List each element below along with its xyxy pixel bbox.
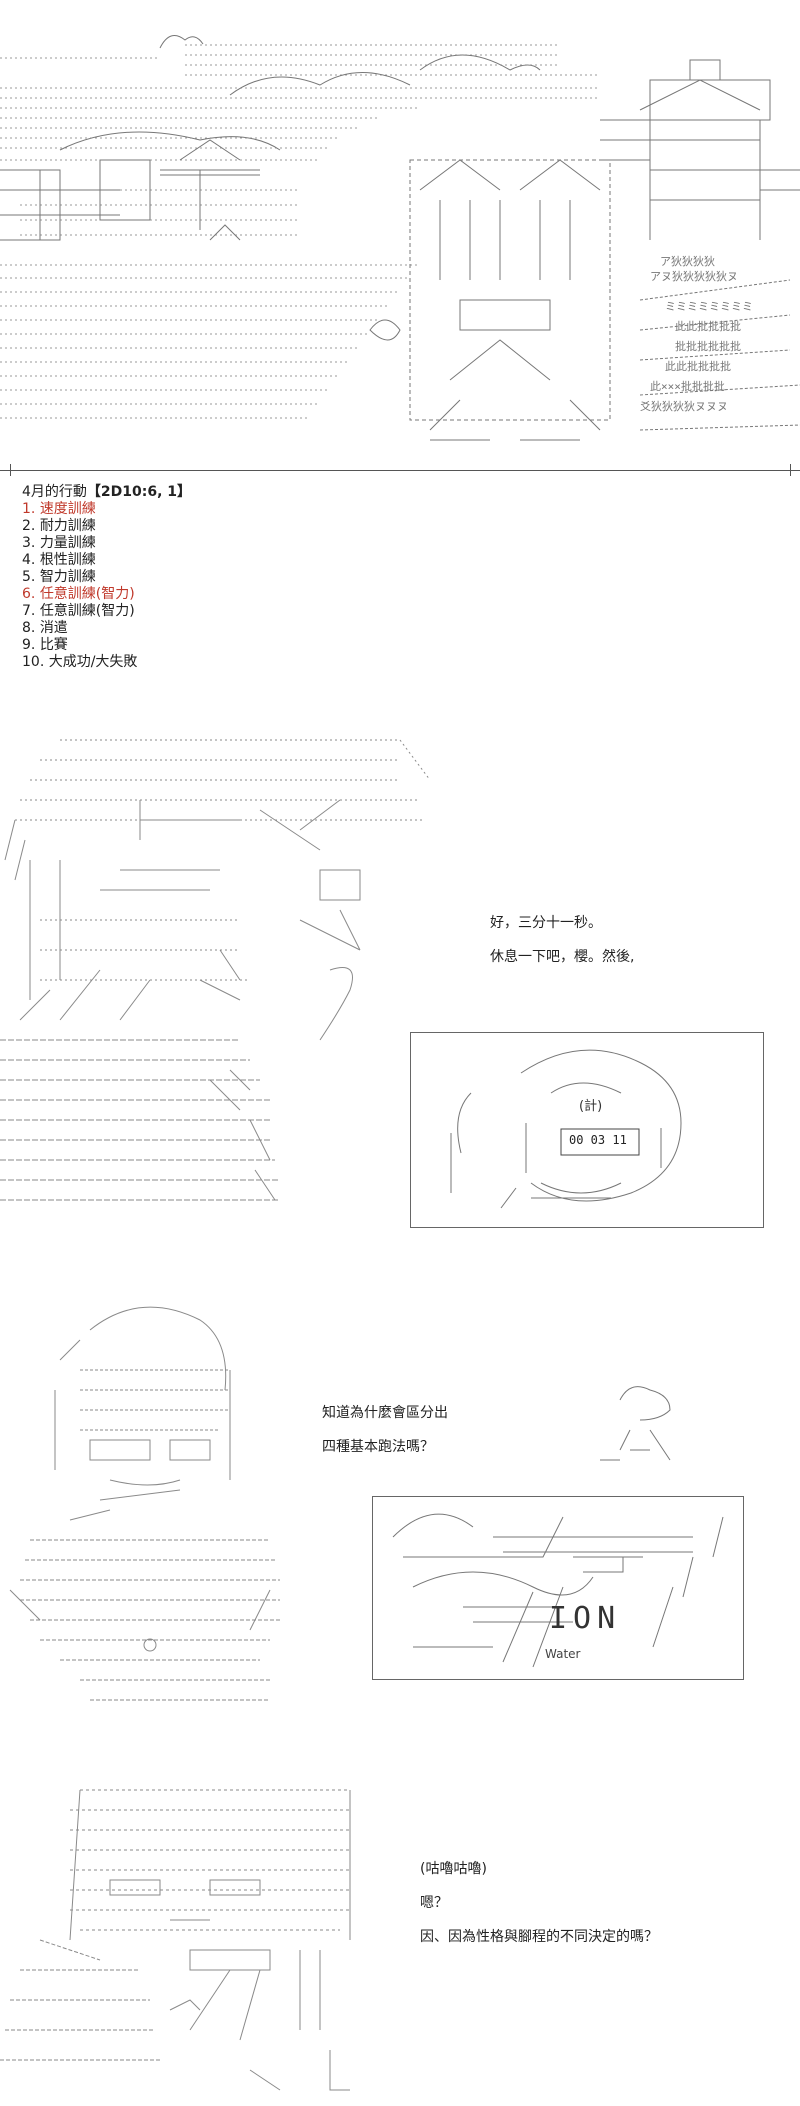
water-board: ION Water: [372, 1496, 744, 1680]
menu-header-prefix: 4月的行動: [22, 484, 87, 500]
dialogue-line-4: 四種基本跑法嗎？: [322, 1439, 434, 1455]
menu-item-number: 1.: [22, 501, 36, 517]
horse-head-ascii-art: [600, 1386, 671, 1461]
menu-item: 3. 力量訓練: [22, 535, 322, 552]
menu-item-label: 力量訓練: [39, 535, 96, 551]
stopwatch-time: 00 03 11: [569, 1133, 627, 1147]
landscape-ascii-art: ア狄狄狄狄 アヌ狄狄狄狄狄ヌ ミミミミミミミミ 此此批批批批 批批批批批批 此此…: [0, 35, 800, 441]
menu-item-number: 4.: [22, 552, 36, 568]
menu-item: 10. 大成功/大失敗: [22, 654, 322, 671]
menu-item-label: 速度訓練: [39, 501, 96, 517]
menu-item-label: 消遣: [39, 620, 68, 636]
menu-item-label: 智力訓練: [39, 569, 96, 585]
menu-item: 2. 耐力訓練: [22, 518, 322, 535]
menu-item-number: 5.: [22, 569, 36, 585]
board-subtitle: Water: [545, 1647, 581, 1661]
menu-item-number: 7.: [22, 603, 36, 619]
stopwatch-hand-art: [450, 1049, 682, 1209]
menu-item-number: 10.: [22, 654, 45, 670]
trainer-ascii-art: [0, 739, 431, 1201]
svg-text:ミミミミミミミミ: ミミミミミミミミ: [665, 300, 753, 313]
menu-item-number: 3.: [22, 535, 36, 551]
menu-item-label: 根性訓練: [39, 552, 96, 568]
menu-item-number: 6.: [22, 586, 36, 602]
menu-item: 5. 智力訓練: [22, 569, 322, 586]
menu-item-label: 大成功/大失敗: [48, 654, 138, 670]
menu-item-number: 8.: [22, 620, 36, 636]
menu-header: 4月的行動【2D10:6, 1】: [22, 484, 322, 501]
menu-item: 4. 根性訓練: [22, 552, 322, 569]
girl-drinking-ascii-art: [0, 1789, 351, 2091]
svg-text:此此批批批批: 此此批批批批: [675, 319, 741, 333]
svg-text:アヌ狄狄狄狄狄ヌ: アヌ狄狄狄狄狄ヌ: [650, 270, 738, 283]
menu-item: 8. 消遣: [22, 620, 322, 637]
menu-item: 9. 比賽: [22, 637, 322, 654]
menu-item-label: 耐力訓練: [39, 518, 96, 534]
board-title: ION: [549, 1601, 622, 1636]
divider-tick-right: [790, 464, 791, 476]
menu-item-label: 任意訓練(智力): [39, 586, 135, 602]
svg-text:爻狄狄狄狄ヌヌヌ: 爻狄狄狄狄ヌヌヌ: [640, 400, 728, 413]
menu-item-number: 2.: [22, 518, 36, 534]
dialogue-line-6: 嗯？: [420, 1895, 448, 1911]
svg-text:此此批批批批: 此此批批批批: [665, 359, 731, 373]
dialogue-line-3: 知道為什麼會區分出: [322, 1405, 448, 1421]
dialogue-line-2: 休息一下吧，櫻。然後,: [490, 949, 635, 965]
menu-item: 6. 任意訓練(智力): [22, 586, 322, 603]
dialogue-line-5: (咕嚕咕嚕): [420, 1861, 487, 1877]
svg-text:批批批批批批: 批批批批批批: [675, 339, 741, 353]
menu-item: 7. 任意訓練(智力): [22, 603, 322, 620]
menu-item-label: 比賽: [39, 637, 68, 653]
svg-text:此×××批批批批: 此×××批批批批: [650, 379, 725, 393]
menu-item: 1. 速度訓練: [22, 501, 322, 518]
stopwatch-label: (計): [579, 1099, 603, 1114]
scene-divider: [0, 470, 800, 471]
svg-text:ア狄狄狄狄: ア狄狄狄狄: [660, 255, 715, 268]
menu-item-number: 9.: [22, 637, 36, 653]
dialogue-line-1: 好，三分十一秒。: [490, 915, 602, 931]
girl-ascii-art: [9, 1306, 280, 1701]
menu-item-label: 任意訓練(智力): [39, 603, 135, 619]
divider-tick-left: [10, 464, 11, 476]
dialogue-line-7: 因、因為性格與腳程的不同決定的嗎？: [420, 1929, 658, 1945]
stopwatch-panel: (計) 00 03 11: [410, 1032, 764, 1228]
menu-header-roll: 【2D10:6, 1】: [86, 484, 192, 500]
board-wave-drawing: [392, 1513, 724, 1668]
